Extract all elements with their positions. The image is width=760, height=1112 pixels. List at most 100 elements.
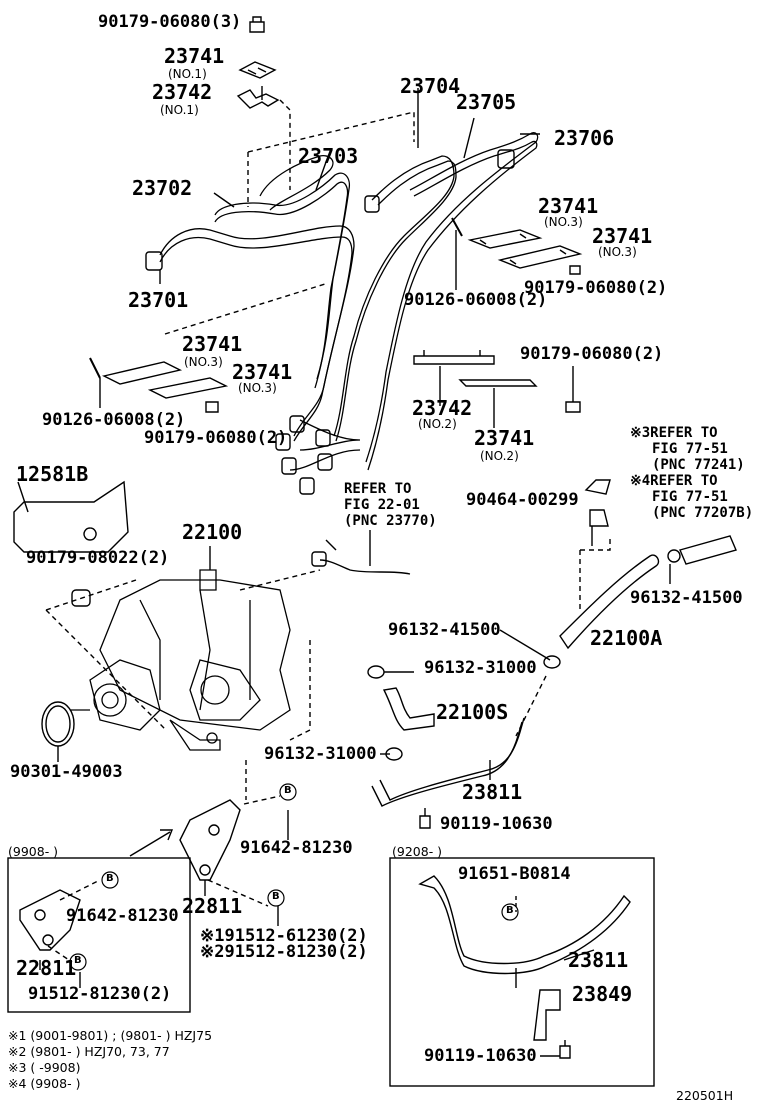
pipe-nut-icon xyxy=(145,149,515,495)
variant-box-title: (9908- ) xyxy=(8,844,59,859)
part-number-label: 23703 xyxy=(298,144,359,168)
arrow-icon xyxy=(129,829,174,857)
pipe-icon xyxy=(371,717,525,807)
part-number-label: 90179-06080(2) xyxy=(520,344,664,364)
variant-box-9208 xyxy=(389,857,655,1087)
b-marker-label: B xyxy=(74,955,82,966)
b-marker-label: B xyxy=(506,905,514,916)
part-note-label: (NO.1) xyxy=(160,103,199,117)
part-number-label: 23849 xyxy=(572,982,633,1006)
hose-icon xyxy=(559,535,737,650)
part-number-label: 22100S xyxy=(436,700,509,724)
part-number-label: 91512-81230(2) xyxy=(28,984,172,1004)
part-number-label: 90126-06008(2) xyxy=(42,410,186,430)
b-marker-label: B xyxy=(284,785,292,796)
part-number-label: 23741 xyxy=(474,426,535,450)
reference-note: FIG 77-51 xyxy=(652,489,728,505)
part-number-label: 90179-08022(2) xyxy=(26,548,170,568)
part-number-label: 91642-81230 xyxy=(240,838,353,858)
o-ring-icon xyxy=(41,701,75,747)
part-number-label: 90179-06080(3) xyxy=(98,12,242,32)
part-number-label: 12581B xyxy=(16,462,89,486)
part-number-label: 90464-00299 xyxy=(466,490,579,510)
part-number-label: 90179-06080(2) xyxy=(524,278,668,298)
part-number-label: 22811 xyxy=(16,956,77,980)
b-marker-label: B xyxy=(272,891,280,902)
part-number-label: 22100A xyxy=(590,626,663,650)
part-number-label: 96132-31000 xyxy=(424,658,537,678)
washer-icon xyxy=(71,589,91,607)
clip-icon xyxy=(249,16,265,33)
bracket-icon xyxy=(13,480,129,553)
reference-note: (PNC 77207B) xyxy=(652,505,754,521)
part-note-label: (NO.2) xyxy=(418,417,457,431)
b-marker-icon xyxy=(69,783,519,971)
bolt-icon xyxy=(559,1040,571,1059)
part-number-label: 23741 xyxy=(164,44,225,68)
reference-note: REFER TO xyxy=(344,481,412,497)
bracket-icon xyxy=(19,889,81,951)
footnote: ※2 (9801- ) HZJ70, 73, 77 xyxy=(8,1044,170,1059)
part-number-label: 90301-49003 xyxy=(10,762,123,782)
clip-icon xyxy=(584,479,611,546)
reference-note: ※4REFER TO xyxy=(630,473,718,489)
part-number-label: 96132-41500 xyxy=(388,620,501,640)
part-number-label: ※291512-81230(2) xyxy=(200,942,368,962)
part-number-label: 90179-06080(2) xyxy=(144,428,288,448)
part-number-label: 22811 xyxy=(182,894,243,918)
footnote: ※4 (9908- ) xyxy=(8,1076,81,1091)
reference-note: FIG 77-51 xyxy=(652,441,728,457)
hose-icon xyxy=(382,687,435,731)
bolt-icon xyxy=(419,808,431,829)
figure-code: 220501H xyxy=(676,1088,734,1103)
clamp-icon xyxy=(236,61,280,109)
pipe-icon xyxy=(418,875,631,988)
part-number-label: 91642-81230 xyxy=(66,906,179,926)
b-marker-label: B xyxy=(106,873,114,884)
part-number-label: 96132-31000 xyxy=(264,744,377,764)
part-number-label: 23741 xyxy=(182,332,243,356)
reference-note: (PNC 77241) xyxy=(652,457,745,473)
variant-box-9908 xyxy=(7,857,191,1013)
part-note-label: (NO.1) xyxy=(168,67,207,81)
part-number-label: 23811 xyxy=(462,780,523,804)
reference-note: ※3REFER TO xyxy=(630,425,718,441)
part-number-label: 23742 xyxy=(412,396,473,420)
part-number-label: 90126-06008(2) xyxy=(404,290,548,310)
injection-pump-illustration xyxy=(70,569,291,751)
fuel-pipe-icon xyxy=(311,539,411,575)
part-number-label: 90119-10630 xyxy=(440,814,553,834)
clamp-icon xyxy=(451,217,583,275)
clamp-icon xyxy=(413,350,581,413)
part-number-label: 23702 xyxy=(132,176,193,200)
variant-box-title: (9208- ) xyxy=(392,844,443,859)
part-note-label: (NO.3) xyxy=(544,215,583,229)
part-note-label: (NO.3) xyxy=(598,245,637,259)
clamp-icon xyxy=(89,357,229,413)
part-note-label: (NO.3) xyxy=(184,355,223,369)
part-number-label: 23706 xyxy=(554,126,615,150)
reference-note: FIG 22-01 xyxy=(344,497,420,513)
part-number-label: ※191512-61230(2) xyxy=(200,926,368,946)
bracket-icon xyxy=(533,989,561,1041)
part-number-label: 22100 xyxy=(182,520,243,544)
injection-pipes xyxy=(159,132,539,471)
part-number-label: 23811 xyxy=(568,948,629,972)
part-number-label: 23741 xyxy=(592,224,653,248)
part-number-label: 96132-41500 xyxy=(630,588,743,608)
footnote: ※1 (9001-9801) ; (9801- ) HZJ75 xyxy=(8,1028,213,1043)
part-number-label: 23705 xyxy=(456,90,517,114)
part-number-label: 91651-B0814 xyxy=(458,864,571,884)
footnote: ※3 ( -9908) xyxy=(8,1060,81,1075)
bracket-icon xyxy=(179,799,241,881)
part-number-label: 23741 xyxy=(538,194,599,218)
part-number-label: 90119-10630 xyxy=(424,1046,537,1066)
part-note-label: (NO.2) xyxy=(480,449,519,463)
part-number-label: 23741 xyxy=(232,360,293,384)
reference-note: (PNC 23770) xyxy=(344,513,437,529)
part-number-label: 23701 xyxy=(128,288,189,312)
part-number-label: 23742 xyxy=(152,80,213,104)
part-note-label: (NO.3) xyxy=(238,381,277,395)
part-number-label: 23704 xyxy=(400,74,461,98)
